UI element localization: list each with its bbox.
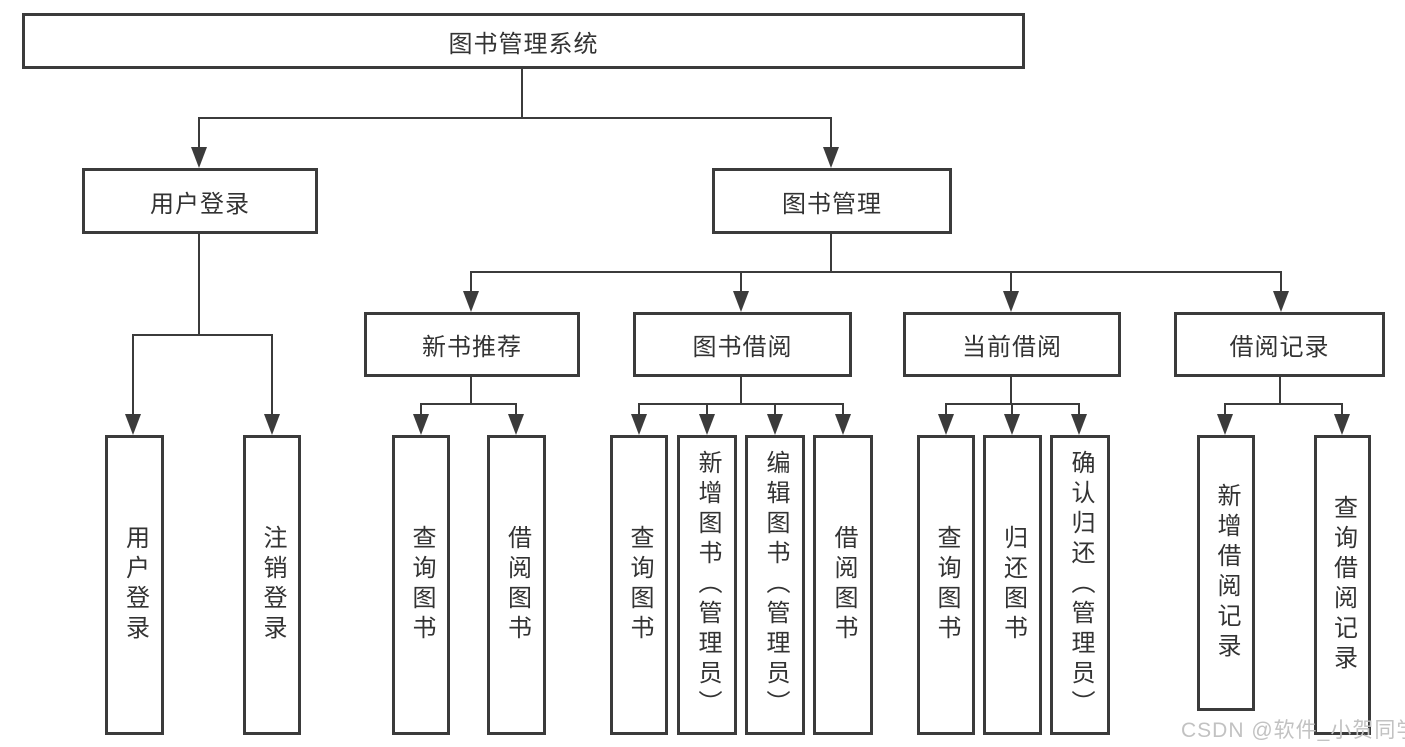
connector-record-c1-drop: [1224, 403, 1226, 416]
leaf-borrow-book-recommend-label: 借阅图书: [503, 525, 531, 645]
connector-current-c2-drop: [1011, 403, 1013, 416]
arrow-down-icon: [413, 414, 429, 435]
leaf-add-borrow-record: 新增借阅记录: [1197, 435, 1255, 711]
connector-rec-c2-drop: [515, 403, 517, 416]
arrow-down-icon: [733, 291, 749, 312]
connector-borrow-c2-drop: [706, 403, 708, 416]
leaf-query-borrow-record-label: 查询借阅记录: [1329, 495, 1357, 675]
connector-rec-drop: [470, 271, 472, 293]
leaf-query-book-current-label: 查询图书: [933, 525, 960, 645]
connector-record-c2-drop: [1341, 403, 1343, 416]
arrow-down-icon: [1273, 291, 1289, 312]
arrow-down-icon: [125, 414, 141, 435]
connector-rec-c1-drop: [420, 403, 422, 416]
arrow-down-icon: [508, 414, 524, 435]
leaf-logout: 注销登录: [243, 435, 301, 735]
connector-current-drop: [1010, 271, 1012, 293]
node-new-book-recommend-label: 新书推荐: [422, 334, 522, 361]
connector-root-stem: [521, 69, 523, 118]
node-system: 图书管理系统: [22, 13, 1025, 69]
leaf-user-login-label: 用户登录: [121, 525, 149, 645]
connector-record-drop: [1280, 271, 1282, 293]
leaf-borrow-book-recommend: 借阅图书: [487, 435, 546, 735]
arrow-down-icon: [1003, 291, 1019, 312]
leaf-add-borrow-record-label: 新增借阅记录: [1213, 483, 1240, 663]
connector-borrow-hline: [638, 403, 844, 405]
connector-borrow-stem: [740, 376, 742, 405]
connector-current-c1-drop: [945, 403, 947, 416]
connector-borrow-c1-drop: [638, 403, 640, 416]
leaf-query-book-borrow: 查询图书: [610, 435, 668, 735]
node-book-management: 图书管理: [712, 168, 952, 234]
connector-user-login-drop: [198, 117, 200, 150]
arrow-down-icon: [1004, 414, 1020, 435]
connector-record-hline: [1224, 403, 1343, 405]
leaf-borrow-book-label: 借阅图书: [830, 525, 857, 645]
connector-borrow-drop: [740, 271, 742, 293]
node-user-login: 用户登录: [82, 168, 318, 234]
node-book-borrow: 图书借阅: [633, 312, 852, 377]
arrow-down-icon: [835, 414, 851, 435]
leaf-query-book-recommend-label: 查询图书: [408, 525, 435, 645]
leaf-query-book-recommend: 查询图书: [392, 435, 450, 735]
connector-borrow-c4-drop: [842, 403, 844, 416]
node-user-login-label: 用户登录: [150, 190, 250, 218]
node-current-borrow-label: 当前借阅: [962, 334, 1062, 361]
connector-login-c2-drop: [271, 334, 273, 416]
connector-level2-hline: [198, 117, 832, 119]
connector-record-stem: [1279, 376, 1281, 405]
node-new-book-recommend: 新书推荐: [364, 312, 580, 377]
connector-rec-hline: [420, 403, 517, 405]
connector-borrow-c3-drop: [774, 403, 776, 416]
connector-current-stem: [1010, 376, 1012, 405]
leaf-user-login: 用户登录: [105, 435, 164, 735]
leaf-borrow-book: 借阅图书: [813, 435, 873, 735]
connector-login-hline: [132, 334, 273, 336]
arrow-down-icon: [631, 414, 647, 435]
node-book-borrow-label: 图书借阅: [692, 334, 793, 361]
connector-login-c1-drop: [132, 334, 134, 416]
node-borrow-record-label: 借阅记录: [1229, 334, 1330, 361]
connector-login-stem: [198, 234, 200, 336]
leaf-return-book-label: 归还图书: [999, 525, 1027, 645]
leaf-confirm-return-admin: 确认归还（管理员）: [1050, 435, 1110, 735]
connector-book-mgmt-drop: [830, 117, 832, 150]
arrow-down-icon: [699, 414, 715, 435]
arrow-down-icon: [1334, 414, 1350, 435]
leaf-add-book-admin: 新增图书（管理员）: [677, 435, 737, 735]
arrow-down-icon: [1217, 414, 1233, 435]
arrow-down-icon: [264, 414, 280, 435]
node-current-borrow: 当前借阅: [903, 312, 1121, 377]
leaf-add-book-admin-label: 新增图书（管理员）: [694, 450, 721, 720]
leaf-confirm-return-admin-label: 确认归还（管理员）: [1067, 450, 1094, 720]
arrow-down-icon: [191, 147, 207, 168]
arrow-down-icon: [767, 414, 783, 435]
connector-current-c3-drop: [1078, 403, 1080, 416]
leaf-query-book-borrow-label: 查询图书: [626, 525, 653, 645]
node-borrow-record: 借阅记录: [1174, 312, 1385, 377]
leaf-query-book-current: 查询图书: [917, 435, 975, 735]
node-system-label: 图书管理系统: [448, 30, 599, 58]
leaf-query-borrow-record: 查询借阅记录: [1314, 435, 1371, 735]
arrow-down-icon: [823, 147, 839, 168]
node-book-management-label: 图书管理: [782, 190, 882, 218]
connector-mgmt-stem: [830, 233, 832, 273]
connector-level3-hline: [470, 271, 1282, 273]
connector-rec-stem: [470, 376, 472, 405]
leaf-return-book: 归还图书: [983, 435, 1042, 735]
leaf-edit-book-admin-label: 编辑图书（管理员）: [762, 450, 789, 720]
arrow-down-icon: [1071, 414, 1087, 435]
arrow-down-icon: [938, 414, 954, 435]
arrow-down-icon: [463, 291, 479, 312]
watermark-text: CSDN @软件_小贺同学: [1181, 719, 1405, 742]
leaf-logout-label: 注销登录: [259, 525, 286, 645]
leaf-edit-book-admin: 编辑图书（管理员）: [745, 435, 805, 735]
